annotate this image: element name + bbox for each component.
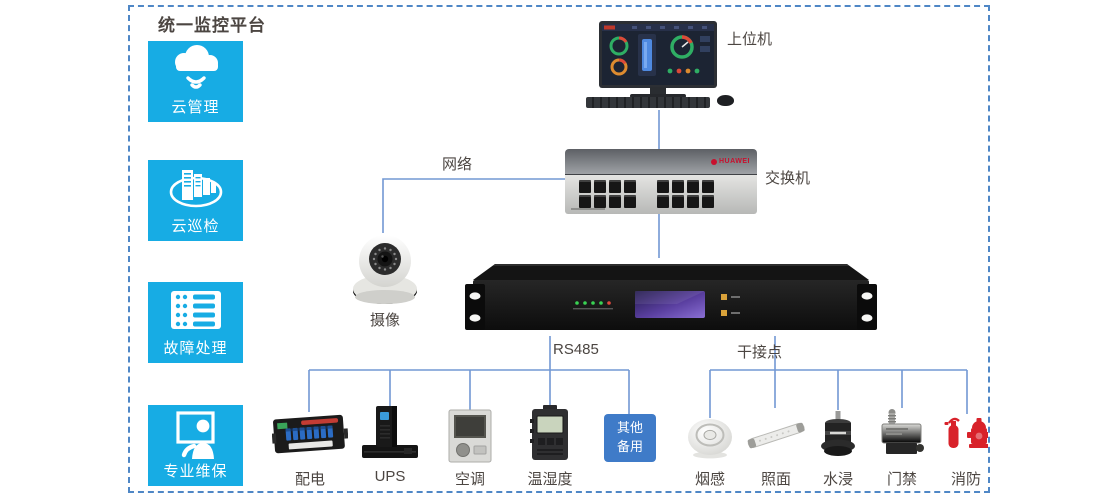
camera-device [353, 235, 417, 304]
spare-box-line2: 备用 [616, 439, 643, 454]
switch-top-panel: HUAWEI [565, 149, 757, 175]
host-computer [599, 21, 717, 88]
cloud-manage-icon [148, 45, 243, 93]
device-label: 消防 [950, 471, 981, 488]
temp-humidity-sensor [530, 405, 568, 460]
device-label: 照面 [760, 471, 791, 488]
power-distribution-device [272, 414, 348, 454]
sidebar-item-label: 云巡检 [171, 218, 220, 235]
device-label: UPS [374, 468, 406, 485]
fire-safety-icons [944, 417, 988, 448]
device-label: 配电 [294, 471, 325, 488]
camera-label: 摄像 [369, 312, 400, 329]
host-label: 上位机 [727, 31, 773, 48]
host-screen [602, 24, 714, 85]
switch-front-panel [565, 175, 757, 214]
platform-frame [128, 5, 990, 493]
huawei-brand-text: HUAWEI [719, 158, 750, 165]
page-title: 统一监控平台 [158, 16, 266, 35]
sidebar-item-cloud-manage: 云管理 [148, 41, 243, 122]
monitor-base [630, 94, 686, 98]
device-label: 水浸 [822, 471, 853, 488]
device-label: 温湿度 [527, 471, 573, 488]
huawei-logo: HUAWEI [711, 158, 750, 165]
spare-channel-box: 其他 备用 [604, 414, 656, 462]
sidebar-item-fault-handling: 故障处理 [148, 282, 243, 363]
professional-maintenance-icon [148, 409, 243, 459]
sidebar-item-label: 专业维保 [163, 463, 228, 480]
sidebar-item-label: 云管理 [171, 99, 220, 116]
device-label: 空调 [454, 471, 485, 488]
rs485-bus-label: RS485 [553, 341, 599, 358]
water-leak-sensor [821, 411, 855, 456]
cloud-inspect-icon [148, 164, 243, 214]
fault-handling-icon [148, 286, 243, 336]
access-control-device [881, 409, 924, 454]
smoke-detector-device [688, 419, 732, 459]
monitoring-host-unit [465, 264, 877, 330]
device-label: 烟感 [694, 471, 725, 488]
switch-label: 交换机 [765, 170, 811, 187]
air-conditioner-device [448, 409, 492, 463]
sidebar-item-label: 故障处理 [163, 340, 228, 357]
huawei-logo-icon [711, 158, 717, 165]
switch-model-print [571, 208, 605, 210]
monitor-stand [650, 87, 666, 95]
network-switch: HUAWEI [565, 149, 757, 214]
sidebar-item-cloud-inspect: 云巡检 [148, 160, 243, 241]
port-group-right [657, 180, 714, 208]
device-label: 门禁 [886, 471, 917, 488]
dry-contact-bus-label: 干接点 [737, 344, 783, 361]
port-group-left [579, 180, 636, 208]
keyboard [586, 97, 710, 108]
ups-device [362, 406, 418, 458]
sidebar-item-professional-maintenance: 专业维保 [148, 405, 243, 486]
lighting-tube-device [747, 422, 805, 449]
network-link-label: 网络 [441, 156, 472, 173]
mouse [717, 95, 734, 106]
spare-box-line1: 其他 [616, 420, 643, 436]
